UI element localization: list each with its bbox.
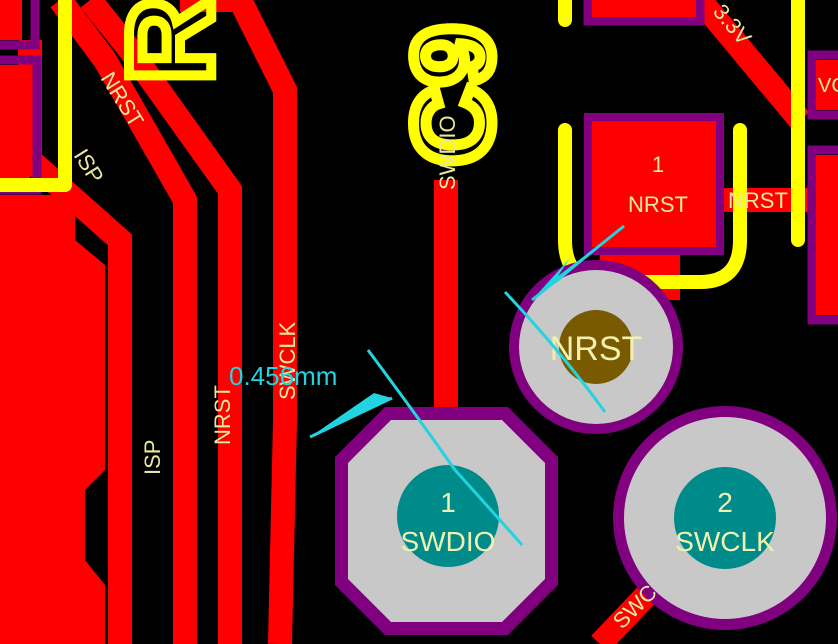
top-right-pad-mask — [583, 0, 705, 26]
right-vc-pad-mask — [807, 50, 838, 120]
swclk-pad-number: 2 — [717, 487, 733, 518]
silk-vc-label: VC — [818, 75, 838, 97]
trace-label-nrst-vertical: NRST — [210, 385, 235, 445]
top-left-pad[interactable] — [0, 0, 22, 40]
trace-nrst-mid[interactable] — [80, 0, 242, 644]
silk-r-label: R — [104, 0, 238, 83]
swclk-pad-net: SWCLK — [675, 526, 775, 557]
measure-curve-left — [366, 349, 524, 546]
measure-curve-right — [503, 290, 607, 413]
right-pad[interactable] — [816, 155, 838, 315]
c9-pad-1-number: 1 — [652, 152, 664, 177]
right-vc-pad[interactable] — [816, 60, 838, 110]
trace-33v[interactable] — [690, 0, 810, 128]
measure-arrow-right-shaft — [531, 224, 625, 302]
trace-label-swdio-vertical: SWDIO — [435, 115, 460, 190]
silk-left-outline — [0, 0, 72, 192]
copper-layer — [0, 0, 105, 644]
left-copper-pour[interactable] — [0, 195, 105, 644]
swclk-drill — [674, 467, 776, 569]
trace-nrst-left[interactable] — [50, 0, 197, 644]
silkscreen-layer — [0, 0, 805, 289]
trace-swclk[interactable] — [180, 0, 297, 644]
trace-isp-upper[interactable] — [18, 40, 132, 644]
trace-label-swclk-vertical: SWCLK — [275, 321, 300, 400]
trace-label-nrst-right: NRST — [728, 188, 788, 213]
c9-pad-1-net: NRST — [628, 192, 688, 217]
top-left-pad-mask — [0, 0, 40, 50]
nrst-via-hole — [559, 310, 633, 384]
measure-arrow-left-shaft — [309, 396, 393, 439]
measurement-overlay — [366, 290, 607, 546]
top-right-pad[interactable] — [592, 0, 696, 17]
nrst-via-net: NRST — [550, 330, 643, 368]
c9-pad-1[interactable] — [592, 121, 716, 247]
right-pad-mask — [807, 145, 838, 325]
swdio-pad-net: SWDIO — [401, 526, 496, 557]
silk-c9-label-group: C9 — [387, 19, 521, 171]
trace-group — [18, 0, 838, 644]
swdio-pad-number: 1 — [440, 487, 456, 518]
measure-value: 0.456mm — [229, 361, 337, 391]
trace-label-isp-upper: ISP — [69, 144, 109, 187]
trace-label-isp-lower: ISP — [140, 440, 165, 475]
silk-c9-label: C9 — [392, 25, 515, 166]
silk-r-label-group: R — [99, 0, 243, 88]
